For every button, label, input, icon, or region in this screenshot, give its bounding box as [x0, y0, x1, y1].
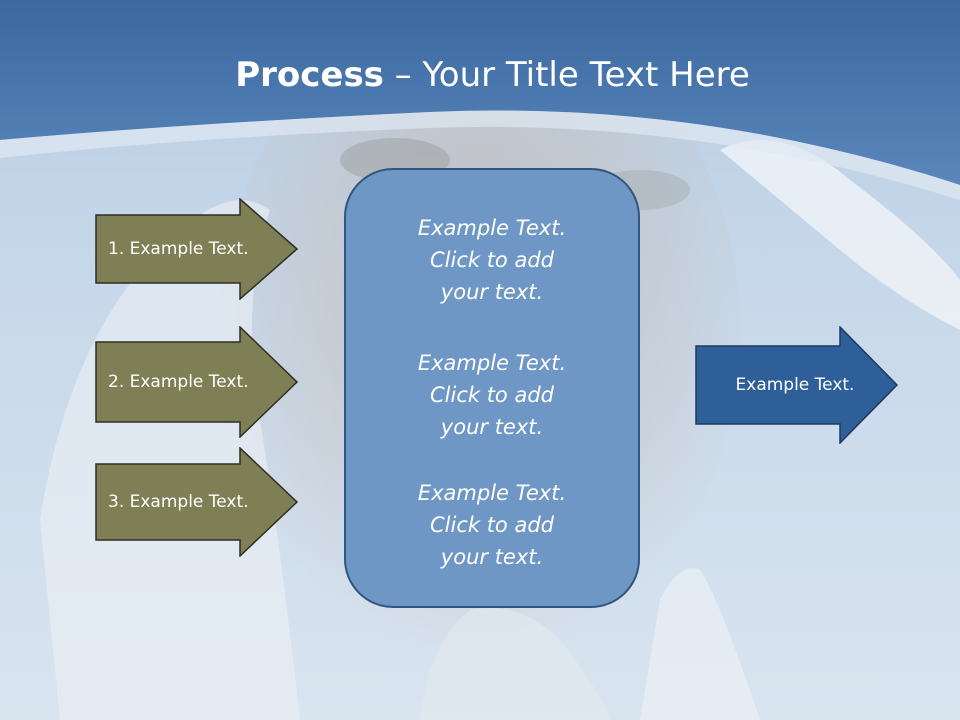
center-text-line: Click to add — [429, 513, 554, 537]
left-arrow-1[interactable]: 1. Example Text. — [95, 198, 299, 300]
center-text-line: your text. — [440, 280, 544, 304]
center-text-line: Click to add — [429, 248, 554, 272]
center-text-line: Example Text. — [417, 216, 567, 240]
left-arrow-label: 1. Example Text. — [108, 239, 249, 259]
left-arrow-label: 3. Example Text. — [108, 492, 249, 512]
slide-title-bold: Process — [235, 55, 384, 95]
right-arrow-icon — [95, 326, 299, 438]
header-highlight — [0, 110, 960, 200]
slide-title-text: – Your Title Text Here — [383, 55, 750, 95]
right-arrow-label: Example Text. — [735, 375, 855, 395]
right-arrow[interactable]: Example Text. — [695, 326, 899, 444]
center-text-block-3: Example Text. Click to add your text. — [344, 477, 640, 573]
photo-glove-shape — [420, 608, 610, 720]
left-arrow-2[interactable]: 2. Example Text. — [95, 326, 299, 438]
center-box-shape — [344, 168, 640, 608]
left-arrow-label: 2. Example Text. — [108, 372, 249, 392]
center-text-line: your text. — [440, 545, 544, 569]
center-text-line: Example Text. — [417, 351, 567, 375]
center-text-block-2: Example Text. Click to add your text. — [344, 347, 640, 443]
photo-glove-shape — [720, 140, 960, 330]
center-text-line: Example Text. — [417, 481, 567, 505]
photo-glove-shape — [640, 568, 760, 720]
center-text-line: Click to add — [429, 383, 554, 407]
center-text-box[interactable]: Example Text. Click to add your text. Ex… — [344, 168, 640, 608]
photo-glove-shape — [40, 200, 300, 720]
center-text-line: your text. — [440, 415, 544, 439]
right-arrow-icon — [695, 326, 899, 444]
header-band — [0, 0, 960, 185]
right-arrow-icon — [95, 447, 299, 557]
left-arrow-3[interactable]: 3. Example Text. — [95, 447, 299, 557]
center-text-block-1: Example Text. Click to add your text. — [344, 212, 640, 308]
right-arrow-icon — [95, 198, 299, 300]
slide-title: Process – Your Title Text Here — [0, 52, 960, 98]
